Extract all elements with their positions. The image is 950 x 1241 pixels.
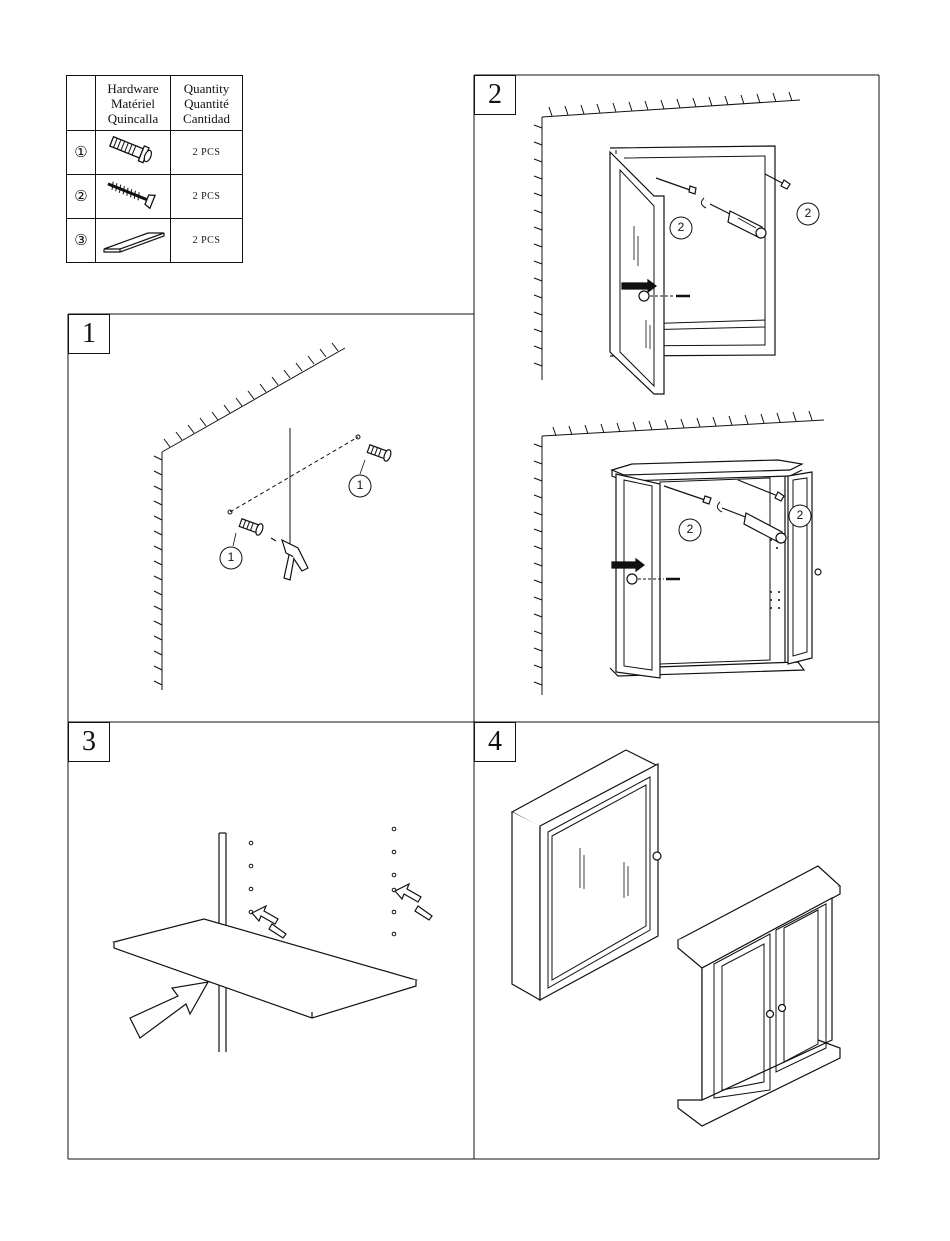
step-label-1: 1 bbox=[68, 314, 110, 354]
step4-double-door-cabinet bbox=[678, 866, 840, 1126]
callout-label: 1 bbox=[225, 550, 237, 564]
step4-mirror-cabinet bbox=[512, 750, 661, 1000]
step3-push-arrow bbox=[130, 982, 208, 1038]
step2-bottom-cabinet bbox=[610, 460, 821, 678]
hammer-icon bbox=[271, 538, 308, 580]
callout-label: 2 bbox=[794, 508, 806, 522]
step-label-3: 3 bbox=[68, 722, 110, 762]
step1-anchor-left bbox=[239, 517, 265, 536]
step-label-4: 4 bbox=[474, 722, 516, 762]
callout-label: 1 bbox=[354, 478, 366, 492]
step2-top-cabinet bbox=[610, 146, 775, 394]
step3-shelf-board bbox=[114, 919, 416, 1018]
step3-shelf-pins bbox=[252, 884, 432, 938]
step2-bottom-wall bbox=[534, 411, 824, 695]
step-label-2: 2 bbox=[474, 75, 516, 115]
callout-label: 2 bbox=[684, 522, 696, 536]
step1-anchor-right bbox=[367, 443, 393, 462]
callout-label: 2 bbox=[802, 206, 814, 220]
step1-wall bbox=[154, 343, 360, 690]
callout-label: 2 bbox=[675, 220, 687, 234]
